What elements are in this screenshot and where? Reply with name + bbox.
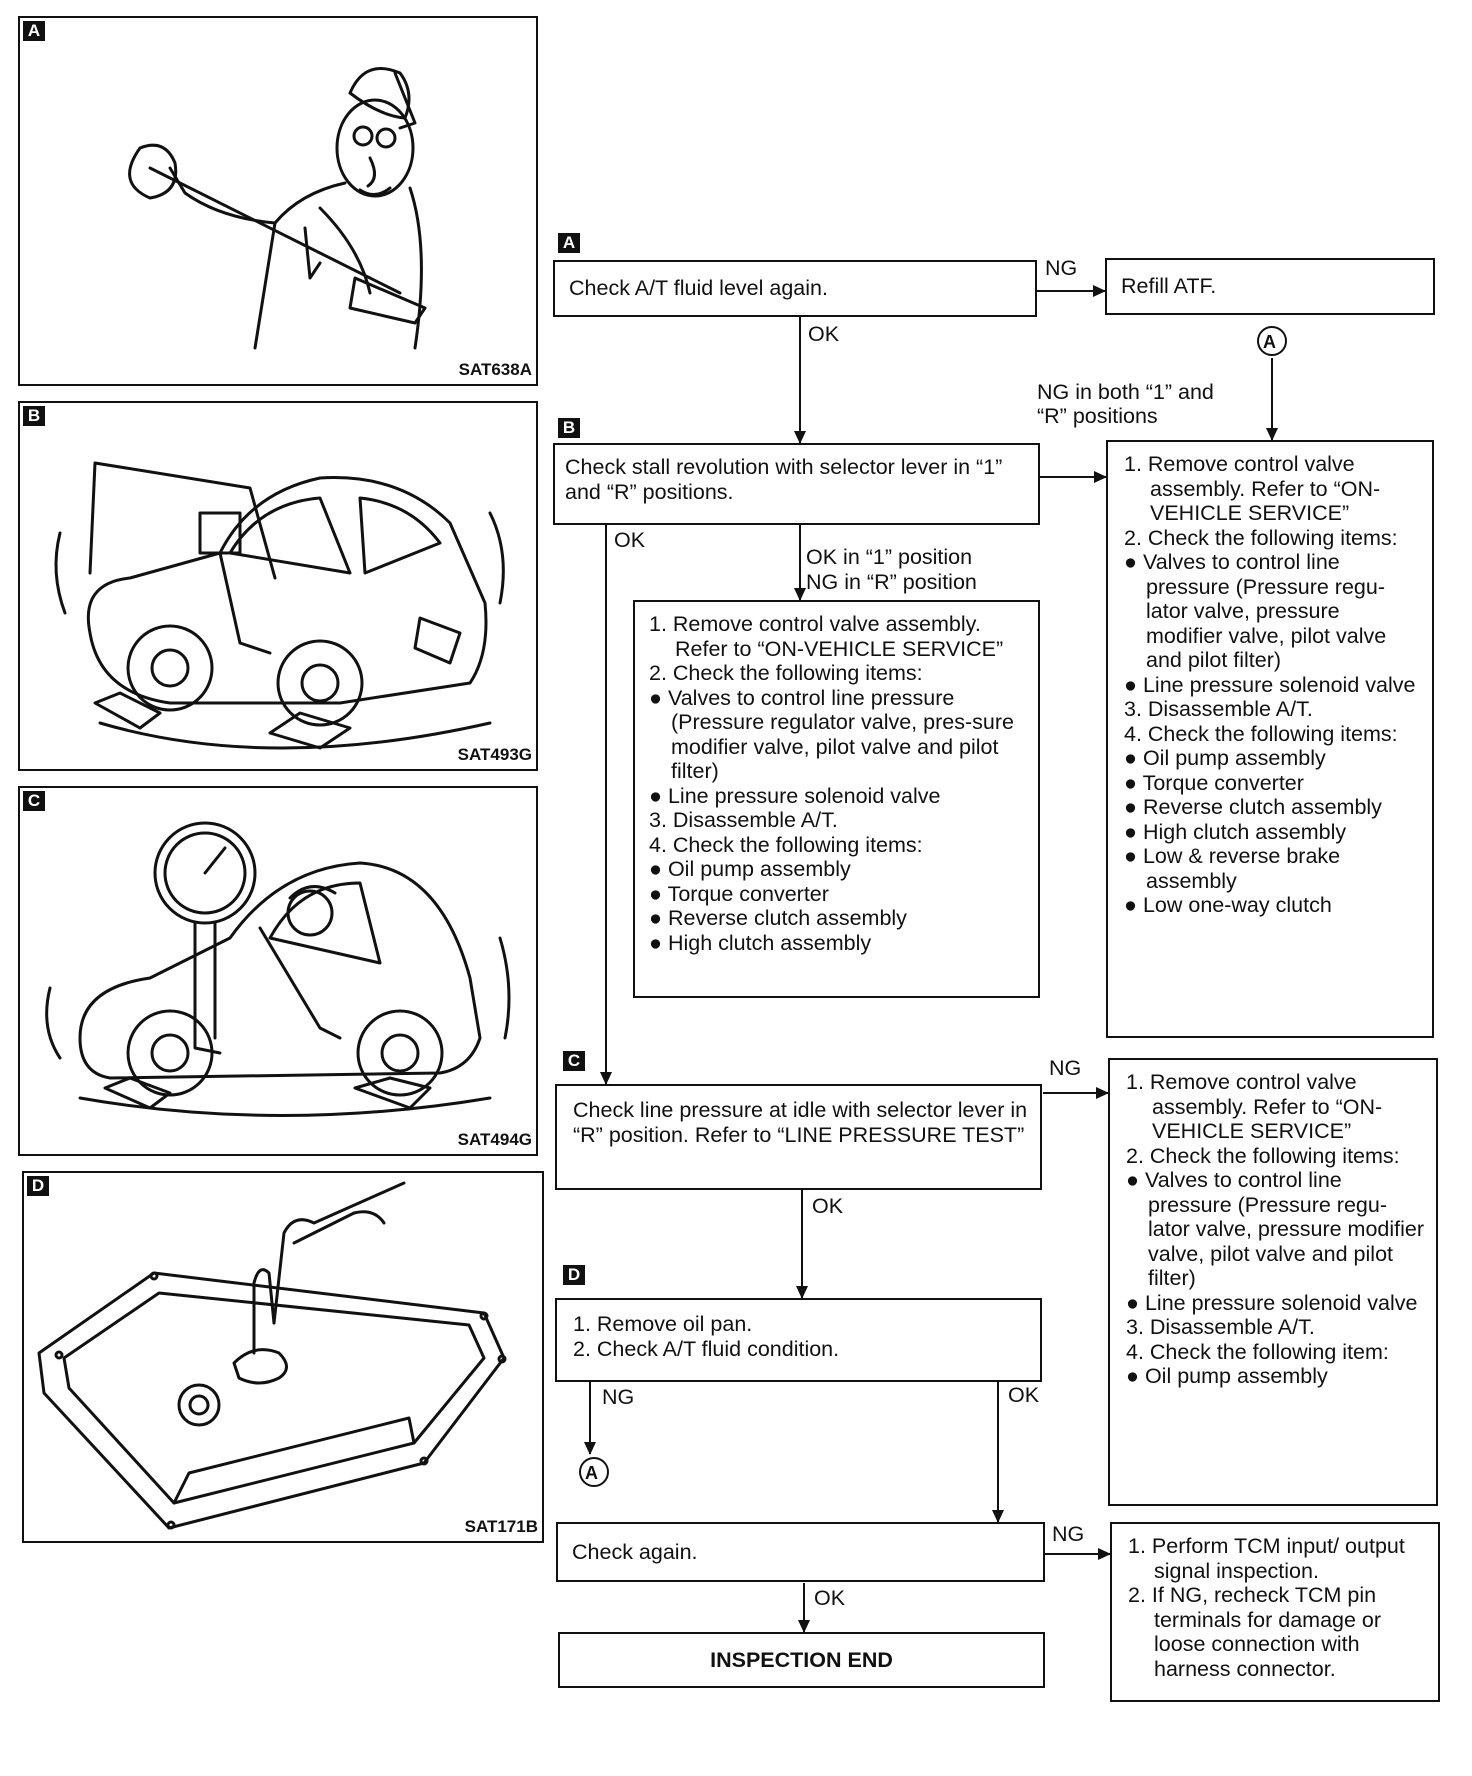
label-ng-c: NG xyxy=(1049,1056,1082,1080)
label-ng-e: NG xyxy=(1052,1522,1085,1546)
bullet-item: ● Line pressure solenoid valve xyxy=(1126,1290,1418,1315)
numbered-step: 4. Check the following items: xyxy=(1124,721,1398,746)
illustration-panel-d: D SAT171B xyxy=(22,1171,544,1543)
numbered-step: 4. Check the following items: xyxy=(649,832,923,857)
label-ok-b: OK xyxy=(614,528,646,552)
bullet-item: ● Low one-way clutch xyxy=(1124,893,1332,917)
inspection-end-text: INSPECTION END xyxy=(710,1647,893,1672)
panel-tag: D xyxy=(27,1176,49,1196)
mid-result-list: 1. Remove control valve assembly. Refer … xyxy=(649,612,1028,955)
label-ok-1: OK in “1” position xyxy=(806,545,973,569)
refill-atf-text: Refill ATF. xyxy=(1121,274,1217,299)
step-b-right-result-box: 1. Remove control valve assembly. Refer … xyxy=(1106,440,1434,1038)
step-a-text: Check A/T fluid level again. xyxy=(569,276,828,301)
panel-tag: C xyxy=(23,791,45,811)
bullet-item: ● Valves to control line pressure (Press… xyxy=(1124,550,1387,672)
label-ng-d: NG xyxy=(602,1385,635,1409)
bullet-item: ● Torque converter xyxy=(649,881,829,906)
step-d-box: 1. Remove oil pan. 2. Check A/T fluid co… xyxy=(555,1298,1042,1382)
bullet-item: ● Valves to control line pressure (Press… xyxy=(1126,1168,1425,1290)
illustration-code: SAT493G xyxy=(457,745,532,764)
step-d-item-2: 2. Check A/T fluid condition. xyxy=(573,1336,840,1361)
connector-a-top-circle xyxy=(1257,326,1287,356)
right-result-list-1: 1. Remove control valve assembly. Refer … xyxy=(1124,452,1422,918)
illustration-code: SAT494G xyxy=(457,1130,532,1149)
bullet-item: ● Low & reverse brake assembly xyxy=(1124,844,1341,893)
numbered-step: 4. Check the following item: xyxy=(1126,1339,1389,1364)
label-ok-d: OK xyxy=(1008,1383,1040,1407)
numbered-step: 1. Remove control valve assembly. Refer … xyxy=(649,612,1004,661)
illustration-code: SAT171B xyxy=(464,1517,538,1536)
illustration-panel-b: B SAT493G xyxy=(18,401,538,771)
check-again-box: Check again. xyxy=(556,1522,1045,1582)
bullet-item: ● Valves to control line pressure (Press… xyxy=(649,685,1014,784)
step-d-item-1: 1. Remove oil pan. xyxy=(573,1312,753,1336)
step-tag-a: A xyxy=(558,233,580,253)
illustration-code: SAT638A xyxy=(458,360,532,379)
connector-a-bottom-label: A xyxy=(585,1463,598,1483)
step-tag-b: B xyxy=(558,418,580,438)
inspection-end-box: INSPECTION END xyxy=(558,1632,1045,1688)
step-c-right-result-box: 1. Remove control valve assembly. Refer … xyxy=(1108,1058,1438,1506)
numbered-step: 3. Disassemble A/T. xyxy=(649,808,838,832)
connector-a-top-label: A xyxy=(1263,332,1276,352)
label-ok-c: OK xyxy=(812,1194,844,1218)
step-b-box: Check stall revolution with selector lev… xyxy=(553,443,1040,525)
car-stall-test-illustration xyxy=(54,461,505,750)
bullet-item: ● Line pressure solenoid valve xyxy=(1124,672,1416,697)
label-ok-a: OK xyxy=(808,322,840,346)
step-c-text: Check line pressure at idle with selecto… xyxy=(573,1098,1028,1147)
bullet-item: ● High clutch assembly xyxy=(1124,819,1347,844)
numbered-step: 2. Check the following items: xyxy=(649,661,923,685)
step-tag-c: C xyxy=(563,1051,585,1071)
label-ng-r: NG in “R” position xyxy=(806,570,977,594)
numbered-step: 2. If NG, recheck TCM pin terminals for … xyxy=(1128,1583,1382,1681)
step-c-box: Check line pressure at idle with selecto… xyxy=(555,1084,1042,1190)
connector-a-bottom-circle xyxy=(579,1457,609,1487)
label-ng-a: NG xyxy=(1045,256,1078,280)
oil-pan-illustration xyxy=(37,1181,507,1530)
mechanic-checking-dipstick-illustration xyxy=(128,67,427,350)
bullet-item: ● Reverse clutch assembly xyxy=(649,906,907,930)
bullet-item: ● High clutch assembly xyxy=(649,930,872,955)
panel-tag: B xyxy=(23,406,45,426)
bullet-item: ● Line pressure solenoid valve xyxy=(649,783,941,808)
bullet-item: ● Torque converter xyxy=(1124,770,1304,795)
panel-tag: A xyxy=(23,21,45,41)
numbered-step: 1. Remove control valve assembly. Refer … xyxy=(1126,1070,1383,1143)
label-ok-e: OK xyxy=(814,1586,846,1610)
numbered-step: 1. Perform TCM input/ output signal insp… xyxy=(1128,1534,1405,1583)
tcm-inspection-box: 1. Perform TCM input/ output signal insp… xyxy=(1110,1522,1440,1702)
numbered-step: 3. Disassemble A/T. xyxy=(1126,1315,1315,1339)
bullet-item: ● Reverse clutch assembly xyxy=(1124,795,1382,819)
numbered-step: 1. Remove control valve assembly. Refer … xyxy=(1124,452,1381,525)
line-pressure-gauge-illustration xyxy=(45,821,511,1117)
numbered-step: 2. Check the following items: xyxy=(1124,525,1398,550)
refill-atf-box: Refill ATF. xyxy=(1105,258,1435,315)
step-b-mid-result-box: 1. Remove control valve assembly. Refer … xyxy=(633,600,1040,998)
check-again-text: Check again. xyxy=(572,1539,698,1564)
bullet-item: ● Oil pump assembly xyxy=(1124,746,1326,770)
illustration-panel-c: C SAT494G xyxy=(18,786,538,1156)
bullet-item: ● Oil pump assembly xyxy=(1126,1364,1328,1388)
right-result-list-3: 1. Perform TCM input/ output signal insp… xyxy=(1128,1534,1428,1681)
right-result-list-2: 1. Remove control valve assembly. Refer … xyxy=(1126,1070,1426,1389)
bullet-item: ● Oil pump assembly xyxy=(649,857,851,881)
numbered-step: 2. Check the following items: xyxy=(1126,1143,1400,1168)
numbered-step: 3. Disassemble A/T. xyxy=(1124,697,1313,721)
step-b-text: Check stall revolution with selector lev… xyxy=(565,455,1003,504)
label-ng-both: NG in both “1” and “R” positions xyxy=(1037,380,1214,428)
step-a-box: Check A/T fluid level again. xyxy=(553,260,1037,317)
step-tag-d: D xyxy=(563,1265,585,1285)
illustration-panel-a: A SAT638A xyxy=(18,16,538,386)
